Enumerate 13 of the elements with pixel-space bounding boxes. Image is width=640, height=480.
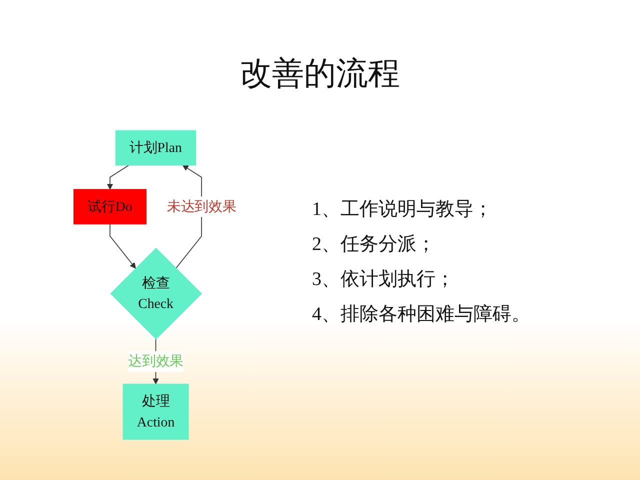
list-item: 2、任务分派；: [312, 233, 436, 256]
arrow: [110, 224, 136, 269]
node-box: 试行Do: [73, 189, 146, 224]
node-box: 处理 Action: [122, 384, 189, 440]
edge-label: 达到效果: [128, 354, 184, 370]
list-item: 3、依计划执行；: [312, 268, 454, 291]
arrow: [106, 164, 130, 190]
title: 改善的流程: [239, 53, 401, 94]
list-item: 1、工作说明与教导；: [312, 198, 492, 221]
edge-label: 未达到效果: [166, 199, 236, 214]
node-box: 计划Plan: [115, 130, 196, 166]
node-diamond: 检查 Check: [110, 248, 202, 340]
list-item: 4、排除各种困难与障碍。: [312, 303, 530, 326]
